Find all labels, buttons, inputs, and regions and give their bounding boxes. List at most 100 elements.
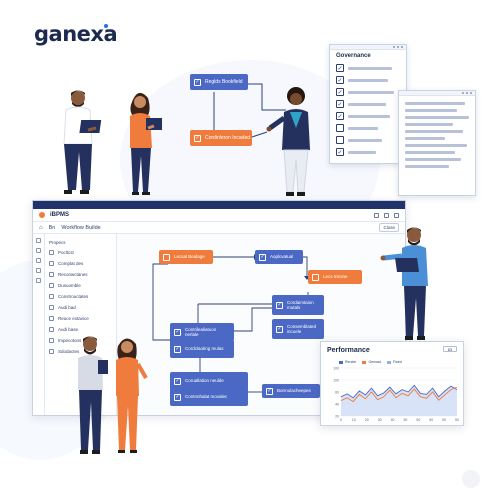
top-flow-node-coordination[interactable]: ✓ Cordinleron Incaded [190,130,252,146]
rail-grid-icon[interactable] [36,238,41,243]
workflow-node[interactable]: ✓Aoplcvatual [255,250,303,264]
rail-chart-icon[interactable] [36,278,41,283]
x-tick-label: 50 [455,418,459,422]
bell-icon[interactable] [384,212,389,218]
performance-options-button[interactable]: 83 [443,346,457,352]
illustration-woman-presenting [266,84,322,200]
x-tick-label: 30 [378,418,382,422]
item-icon [49,294,54,299]
item-icon [49,338,54,343]
sidebar-item[interactable]: Audi bad [49,302,112,313]
top-flow-node-review[interactable]: ✓ Reglds Bookfield [190,74,248,90]
workflow-node[interactable]: Lecs Inirone [308,270,362,284]
illustration-man-laptop-right [380,222,440,342]
item-icon [49,327,54,332]
rail-doc-icon[interactable] [36,258,41,263]
check-icon: ✓ [276,325,283,333]
check-icon: ✓ [174,393,181,401]
rail-list-icon[interactable] [36,248,41,253]
governance-title: Governance [336,53,371,59]
doc-window-controls [330,45,406,50]
sidebar-header: Propecs [49,239,66,245]
check-icon: ✓ [266,387,273,395]
check-icon: ✓ [194,78,201,86]
sidebar-item[interactable]: Impecotons [49,335,112,346]
app-header: iBPMS [33,209,405,222]
workflow-node[interactable]: ✓Contrilealiatuon nerlale [170,323,234,341]
workflow-node[interactable]: ✓Bormulacheepes [262,384,320,398]
settings-icon[interactable] [374,212,379,218]
sidebar-item[interactable]: Reconwctanes [49,269,112,280]
top-flow-connectors [213,83,286,138]
checkbox-checked-icon[interactable]: ✓ [336,100,344,108]
checklist-row[interactable]: ✓ [330,86,406,98]
legend-item: Render [339,360,356,364]
window-title-bar [33,201,405,209]
y-tick-label: 60 [335,391,339,395]
checkbox-checked-icon[interactable]: ✓ [336,76,344,84]
x-tick-label: 40 [391,418,395,422]
app-logo-icon [39,212,45,218]
checklist-row[interactable] [330,122,406,134]
workflow-node[interactable]: ✓Consemblated incuele [272,319,324,339]
x-tick-label: 50 [442,418,446,422]
sidebar-item[interactable]: Pocltcst [49,247,112,258]
checklist-row[interactable] [330,134,406,146]
tab-bar: ⌂ Bn Workflow Builde Close [33,222,405,234]
sidebar-item[interactable]: Complat des [49,258,112,269]
workflow-node[interactable]: ✓Contnnhalat moxalec [170,388,248,406]
process-sidebar: Propecs Pocltcst Complat des Reconwctane… [45,234,117,415]
x-tick-label: 20 [365,418,369,422]
x-tick-label: 10 [352,418,356,422]
workflow-node[interactable]: ✓Cordclaoting mulas [170,340,234,358]
checkbox-checked-icon[interactable]: ✓ [336,64,344,72]
legend-item: Flaird [386,360,402,364]
checkbox-empty-icon[interactable] [336,124,344,132]
y-tick-label: 40 [335,403,339,407]
item-icon [49,283,54,288]
illustration-man-laptop [52,86,112,198]
sidebar-item[interactable]: Constrouctates [49,291,112,302]
rail-folder-icon[interactable] [36,268,41,273]
item-icon [49,261,54,266]
sidebar-item[interactable]: Audi base [49,324,112,335]
checkbox-icon [163,253,170,261]
checklist-row[interactable]: ✓ [330,110,406,122]
checklist-row[interactable]: ✓ [330,62,406,74]
tab-home[interactable]: Bn [48,224,56,231]
doc-window-controls [399,91,475,96]
checklist-row[interactable]: ✓ [330,98,406,110]
icon-rail [33,234,45,415]
check-icon: ✓ [194,134,201,142]
illustration-man-tablet [72,332,112,456]
checkbox-icon [312,273,319,281]
home-icon[interactable]: ⌂ [39,224,43,231]
checkbox-checked-icon[interactable]: ✓ [336,148,344,156]
sidebar-item[interactable]: Reuce extavice [49,313,112,324]
chat-bubble-icon[interactable] [462,470,480,488]
sidebar-item[interactable]: Sdodactes [49,346,112,357]
workflow-node[interactable]: Lecsal Bealage [159,250,213,264]
user-icon[interactable] [394,212,399,218]
item-icon [49,250,54,255]
y-tick-label: 20 [335,415,339,419]
series-line-genoad [340,386,458,403]
checkbox-checked-icon[interactable]: ✓ [336,112,344,120]
tab-workflow-builder[interactable]: Workflow Builde [61,224,101,231]
close-button[interactable]: Close [379,223,399,232]
check-icon: ✓ [259,253,266,261]
workflow-node[interactable]: ✓Coruallation neulde [170,372,248,390]
x-tick-label: 50 [403,418,407,422]
checkbox-checked-icon[interactable]: ✓ [336,88,344,96]
y-tick-label: 100 [333,367,339,371]
checkbox-empty-icon[interactable] [336,136,344,144]
illustration-woman-orange-suit [108,334,148,456]
checklist-row[interactable]: ✓ [330,74,406,86]
checklist-row[interactable]: ✓ [330,146,406,158]
workflow-node[interactable]: ✓Cordaimtaion mutals [272,295,324,315]
series-line-render [340,384,458,399]
legend-item: Genoad [362,360,381,364]
sidebar-item[interactable]: Dusuomble [49,280,112,291]
